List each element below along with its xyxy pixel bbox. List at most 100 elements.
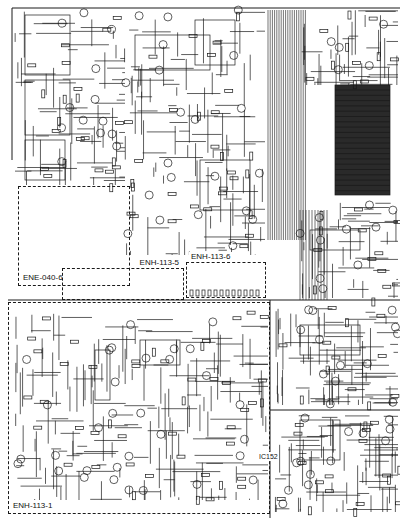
component-outline (375, 252, 383, 255)
wire (262, 381, 263, 426)
wire (199, 497, 226, 498)
wire (270, 410, 400, 411)
component-outline (76, 94, 79, 102)
wire (138, 68, 139, 87)
wire (243, 177, 244, 194)
wire (204, 236, 248, 237)
wire (374, 447, 398, 448)
transistor-symbol (382, 437, 390, 445)
wire (41, 164, 64, 165)
wire (263, 445, 268, 446)
wire (221, 46, 222, 72)
wire (292, 10, 293, 240)
wire (129, 30, 138, 31)
wire (300, 328, 301, 347)
wire (187, 93, 221, 94)
component-outline (246, 170, 249, 178)
transistor-symbol (124, 230, 132, 238)
wire (378, 30, 379, 55)
wire (155, 163, 156, 172)
wire (335, 174, 390, 175)
wire (289, 447, 290, 492)
wire (177, 32, 178, 56)
wire (260, 227, 261, 241)
transistor-symbol (80, 473, 88, 481)
wire (59, 451, 68, 452)
wire (381, 241, 398, 242)
transistor-symbol (326, 400, 334, 408)
wire (169, 375, 209, 376)
transistor-symbol (177, 108, 185, 116)
component-outline (306, 77, 314, 80)
component-outline (188, 378, 196, 381)
wire (360, 346, 384, 347)
wire (92, 376, 93, 388)
wire (141, 64, 142, 98)
component-outline (202, 290, 205, 296)
wire (131, 78, 132, 93)
transistor-symbol (319, 370, 327, 378)
component-outline (211, 145, 219, 148)
wire (387, 232, 388, 245)
transistor-symbol (99, 117, 107, 125)
wire (345, 365, 389, 366)
wire (246, 209, 265, 210)
wire (379, 445, 380, 491)
wire (149, 68, 194, 69)
wire (163, 46, 164, 86)
transistor-symbol (334, 66, 342, 74)
wire (296, 10, 297, 240)
wire (324, 395, 325, 405)
wire (39, 489, 40, 500)
wire (15, 33, 16, 42)
wire (40, 111, 57, 112)
wire (254, 185, 255, 219)
wire (348, 394, 349, 405)
wire (290, 314, 291, 347)
component-outline (372, 298, 375, 306)
wire (205, 209, 206, 251)
wire (323, 387, 324, 405)
component-outline (378, 269, 386, 272)
wire (239, 23, 240, 54)
wire (250, 242, 251, 255)
wire (63, 79, 95, 80)
wire (290, 10, 291, 240)
wire (298, 498, 299, 512)
wire (364, 209, 373, 210)
wire (369, 222, 398, 223)
wire (362, 281, 363, 298)
wire (21, 58, 22, 86)
transistor-symbol (211, 172, 219, 180)
transistor-symbol (155, 66, 163, 74)
wire (67, 360, 68, 389)
wire (90, 177, 125, 178)
wire (16, 82, 33, 83)
component-outline (232, 290, 235, 296)
transistor-symbol (105, 346, 113, 354)
wire (197, 160, 198, 195)
component-outline (64, 463, 72, 466)
wire (208, 167, 209, 204)
wire (58, 316, 59, 360)
wire (301, 220, 302, 261)
transistor-symbol (342, 225, 350, 233)
wire (196, 247, 225, 248)
wire (303, 27, 304, 65)
transistor-symbol (297, 326, 305, 334)
wire (324, 238, 325, 275)
wire (345, 351, 346, 368)
wire (336, 397, 373, 398)
component-outline (52, 130, 60, 133)
wire (323, 447, 324, 465)
wire (210, 419, 252, 420)
wire (189, 405, 190, 427)
wire (250, 339, 251, 379)
wire (160, 490, 161, 500)
wire (300, 210, 301, 300)
component-outline (168, 220, 176, 223)
wire (73, 453, 83, 454)
wire (382, 488, 383, 512)
wire (298, 453, 306, 454)
